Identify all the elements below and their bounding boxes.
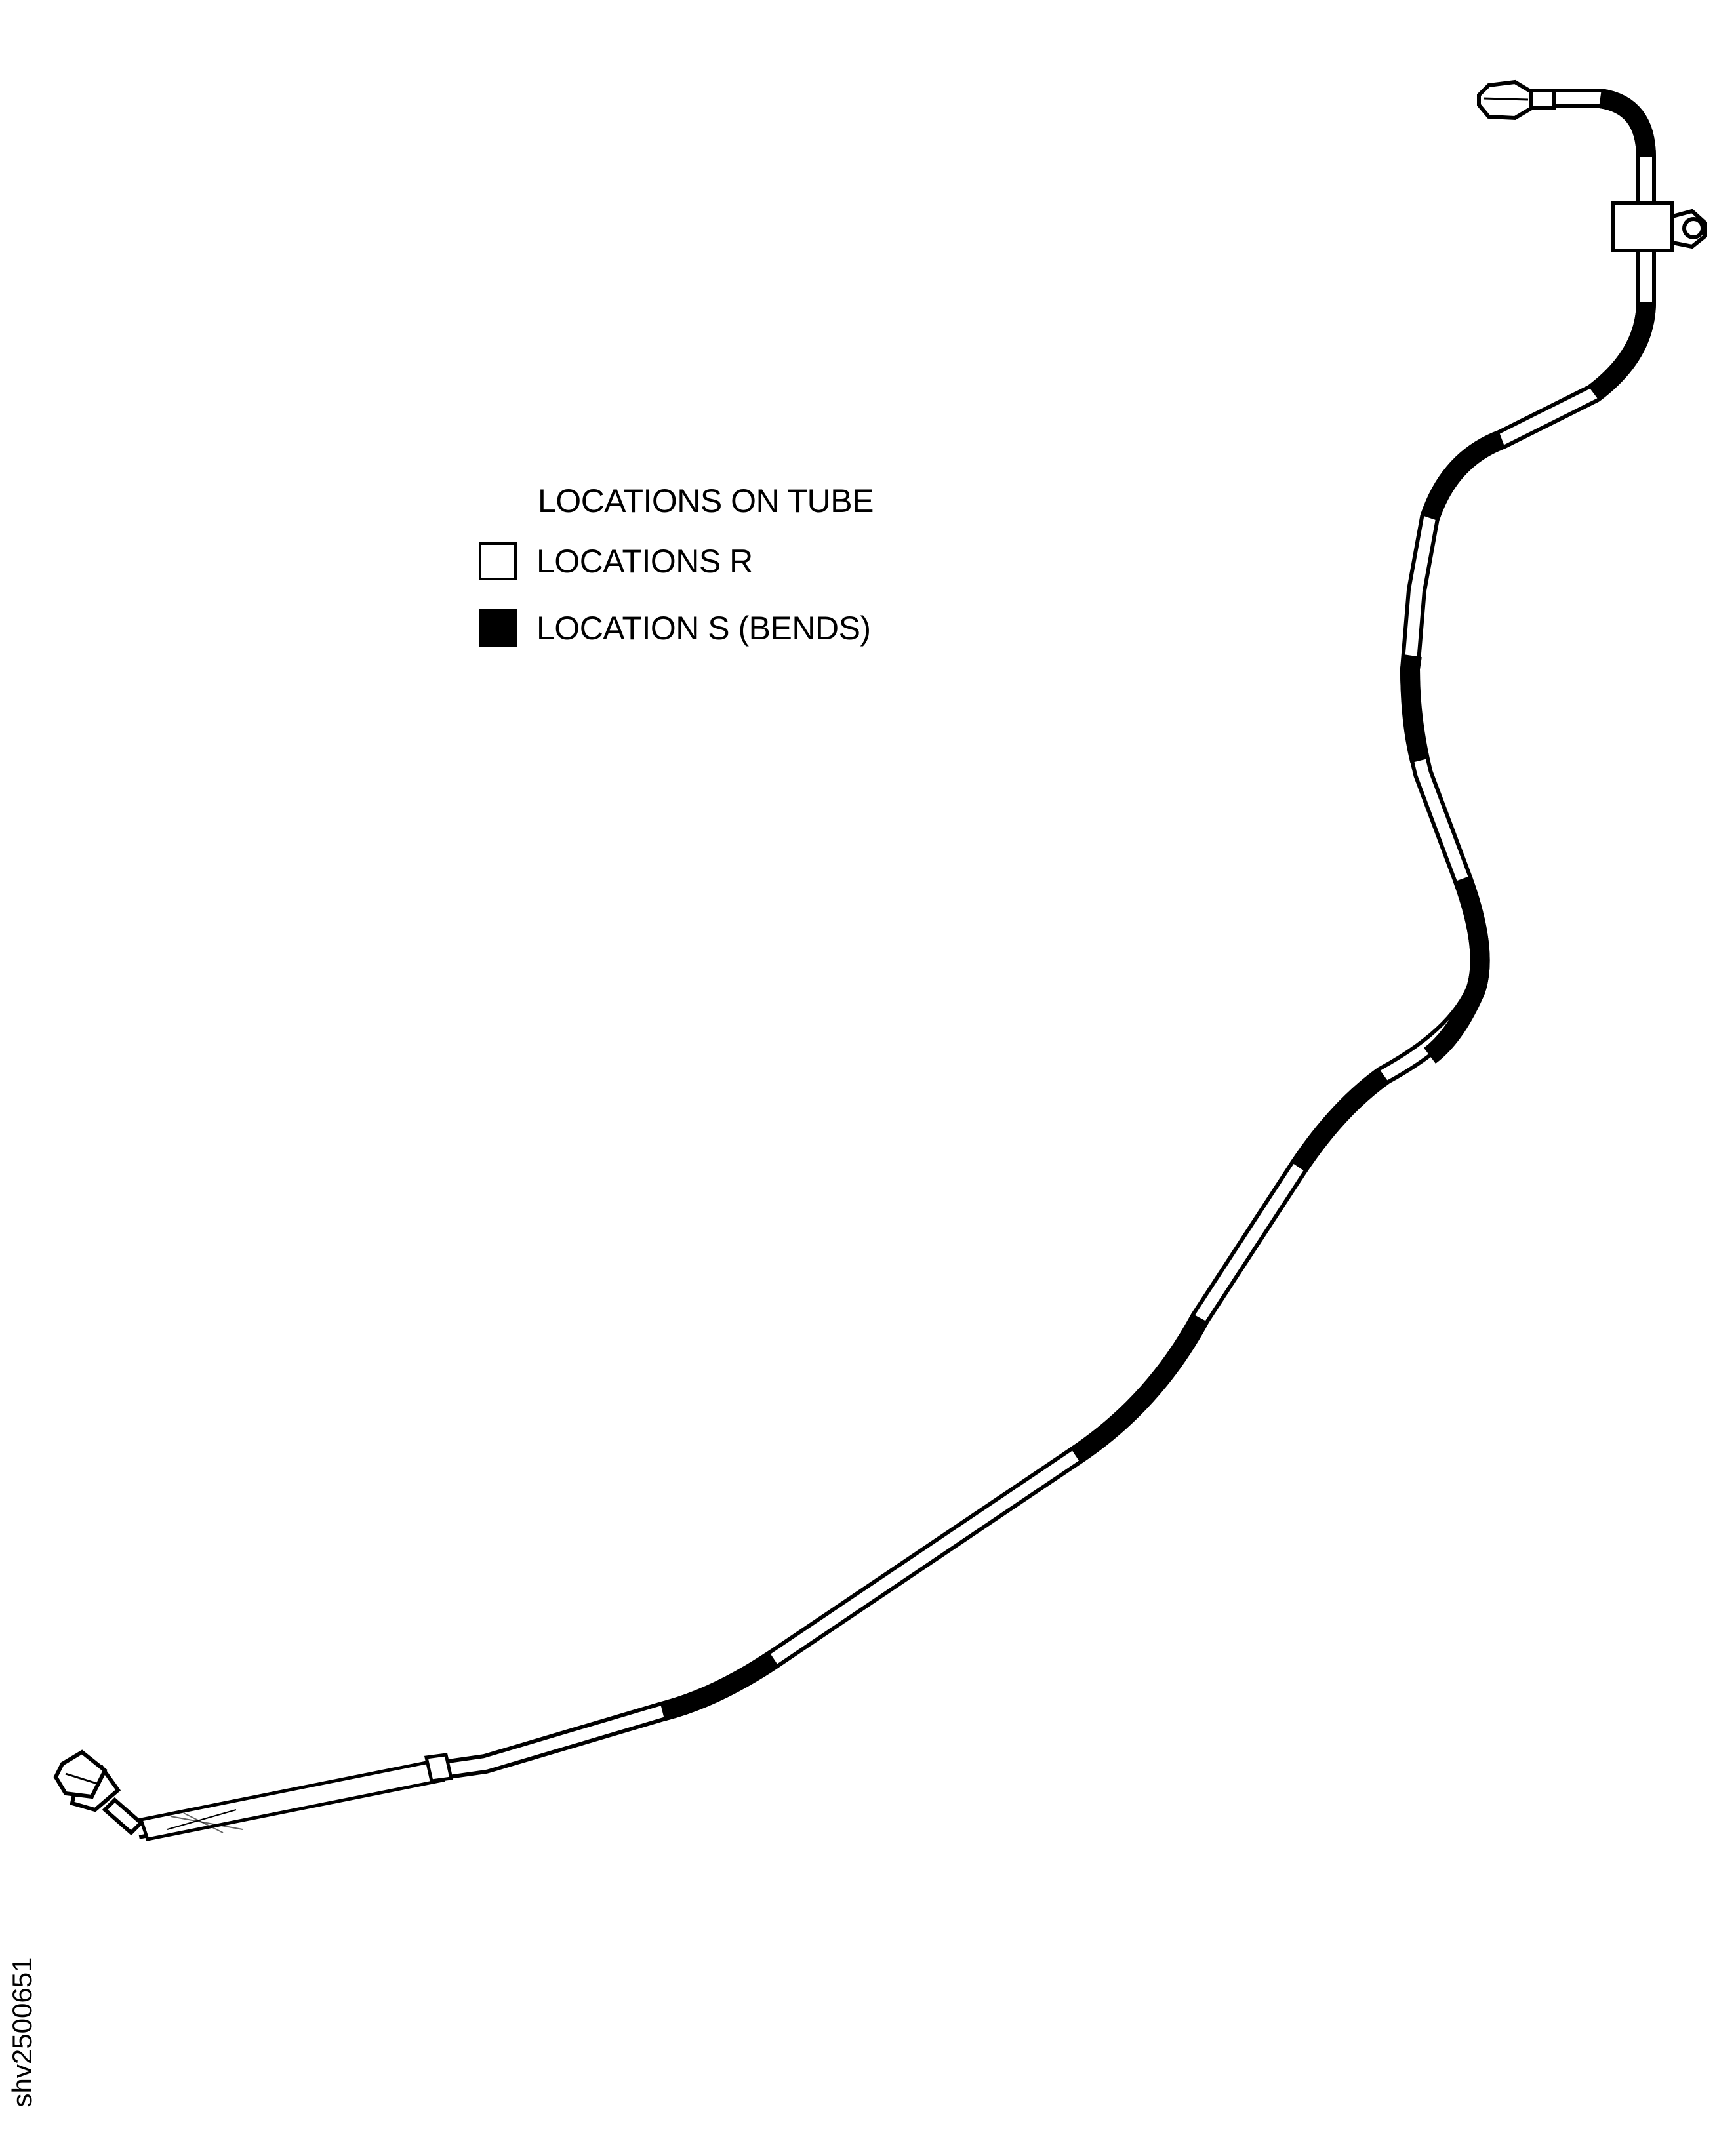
- legend-label: LOCATIONS R: [536, 543, 753, 580]
- legend-title: LOCATIONS ON TUBE: [538, 483, 874, 519]
- legend-label: LOCATION S (BENDS): [536, 610, 871, 647]
- legend-swatch-black: [479, 609, 517, 647]
- tube-sleeve: [138, 1753, 454, 1841]
- legend-item-location-s: LOCATION S (BENDS): [479, 609, 874, 647]
- bend-s-4: [1423, 875, 1490, 1064]
- lower-fitting: [53, 1749, 144, 1836]
- bend-s-8: [1598, 89, 1656, 158]
- bend-s-7: [1587, 301, 1656, 401]
- bend-s-6: [1420, 429, 1506, 521]
- figure-id: shv2500651: [7, 1957, 37, 2107]
- bend-s-1: [660, 1650, 780, 1721]
- bend-s-5: [1400, 654, 1430, 763]
- bend-s-2: [1070, 1313, 1209, 1464]
- upper-fitting: [1477, 79, 1556, 121]
- bend-segments: [660, 89, 1656, 1721]
- tee-fitting: [1611, 201, 1707, 252]
- legend-item-locations-r: LOCATIONS R: [479, 542, 874, 580]
- tube-outline: [136, 89, 1656, 1839]
- legend-swatch-white: [479, 542, 517, 580]
- legend: LOCATIONS ON TUBE LOCATIONS R LOCATION S…: [479, 482, 874, 676]
- bend-s-3: [1290, 1067, 1390, 1173]
